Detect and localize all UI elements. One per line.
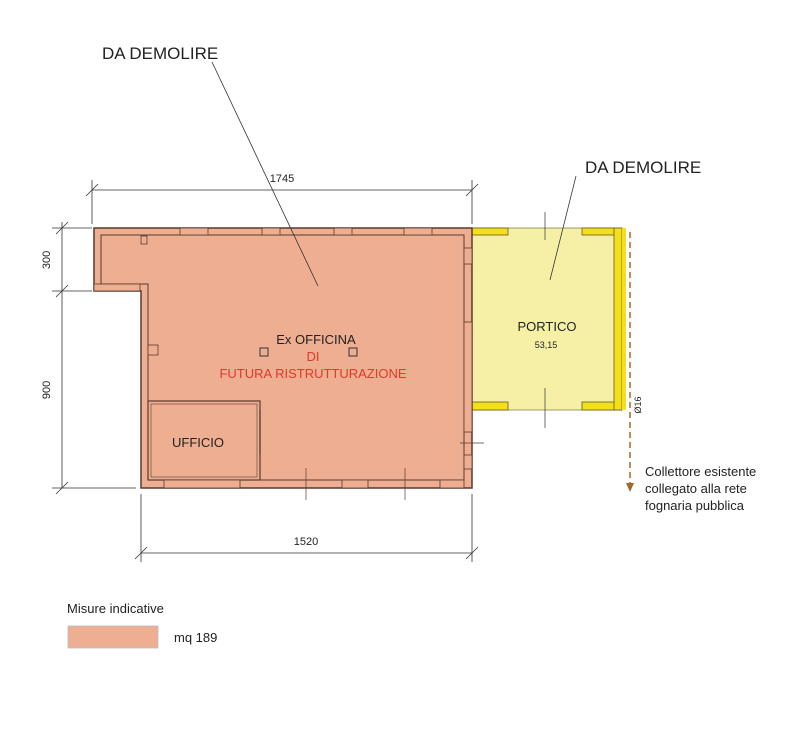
leader-line-main <box>211 61 319 287</box>
portico-yellow-edge <box>622 228 626 410</box>
dimension-top-label: 1745 <box>270 173 294 185</box>
pillar-right-1 <box>463 247 473 265</box>
dimension-left-lower-label: 900 <box>41 381 53 399</box>
collettore-line-2: collegato alla rete <box>645 481 747 496</box>
portico-label: PORTICO <box>518 319 577 334</box>
pipe-diameter-label: Ø16 <box>633 396 643 413</box>
window-top-2 <box>261 227 281 236</box>
officina-area <box>93 227 473 489</box>
pillar-right-3 <box>463 454 473 470</box>
legend-swatch-label: mq 189 <box>174 630 217 645</box>
portico-wall-bottom <box>471 401 509 411</box>
column-2 <box>348 347 358 357</box>
dimension-bottom <box>134 494 479 562</box>
di-label: DI <box>307 349 320 364</box>
demolish-main-title: DA DEMOLIRE <box>102 44 218 63</box>
ufficio-label: UFFICIO <box>172 435 224 450</box>
window-left-1 <box>93 283 141 292</box>
portico-wall-right <box>613 227 623 411</box>
pillar-right-2 <box>463 321 473 433</box>
dimension-left <box>52 221 136 495</box>
dimension-bottom-label: 1520 <box>294 536 318 548</box>
window-bottom-2 <box>341 479 369 489</box>
officina-label: Ex OFFICINA <box>276 332 356 347</box>
portico-area-label: 53,15 <box>535 340 558 350</box>
portico-area <box>471 227 623 411</box>
window-top-3 <box>333 227 353 236</box>
window-top-1 <box>179 227 209 236</box>
dimension-top <box>85 180 479 224</box>
window-bottom-3 <box>439 479 465 489</box>
futura-label: FUTURA RISTRUTTURAZIONE <box>219 366 406 381</box>
dimension-left-upper-label: 300 <box>41 251 53 269</box>
pillar-left-1 <box>140 235 148 245</box>
demolish-portico-title: DA DEMOLIRE <box>585 158 701 177</box>
sewer-pipe-arrow-icon <box>626 483 634 492</box>
collettore-line-1: Collettore esistente <box>645 464 756 479</box>
column-1 <box>259 347 269 357</box>
leader-line-portico <box>549 175 577 281</box>
portico-wall-top <box>471 227 509 236</box>
pillar-left-2 <box>147 344 159 356</box>
legend-swatch <box>67 625 159 649</box>
window-top-4 <box>403 227 433 236</box>
ufficio-inner <box>150 403 258 478</box>
legend-title: Misure indicative <box>67 601 164 616</box>
collettore-line-3: fognaria pubblica <box>645 498 745 513</box>
window-bottom-1 <box>163 479 241 489</box>
